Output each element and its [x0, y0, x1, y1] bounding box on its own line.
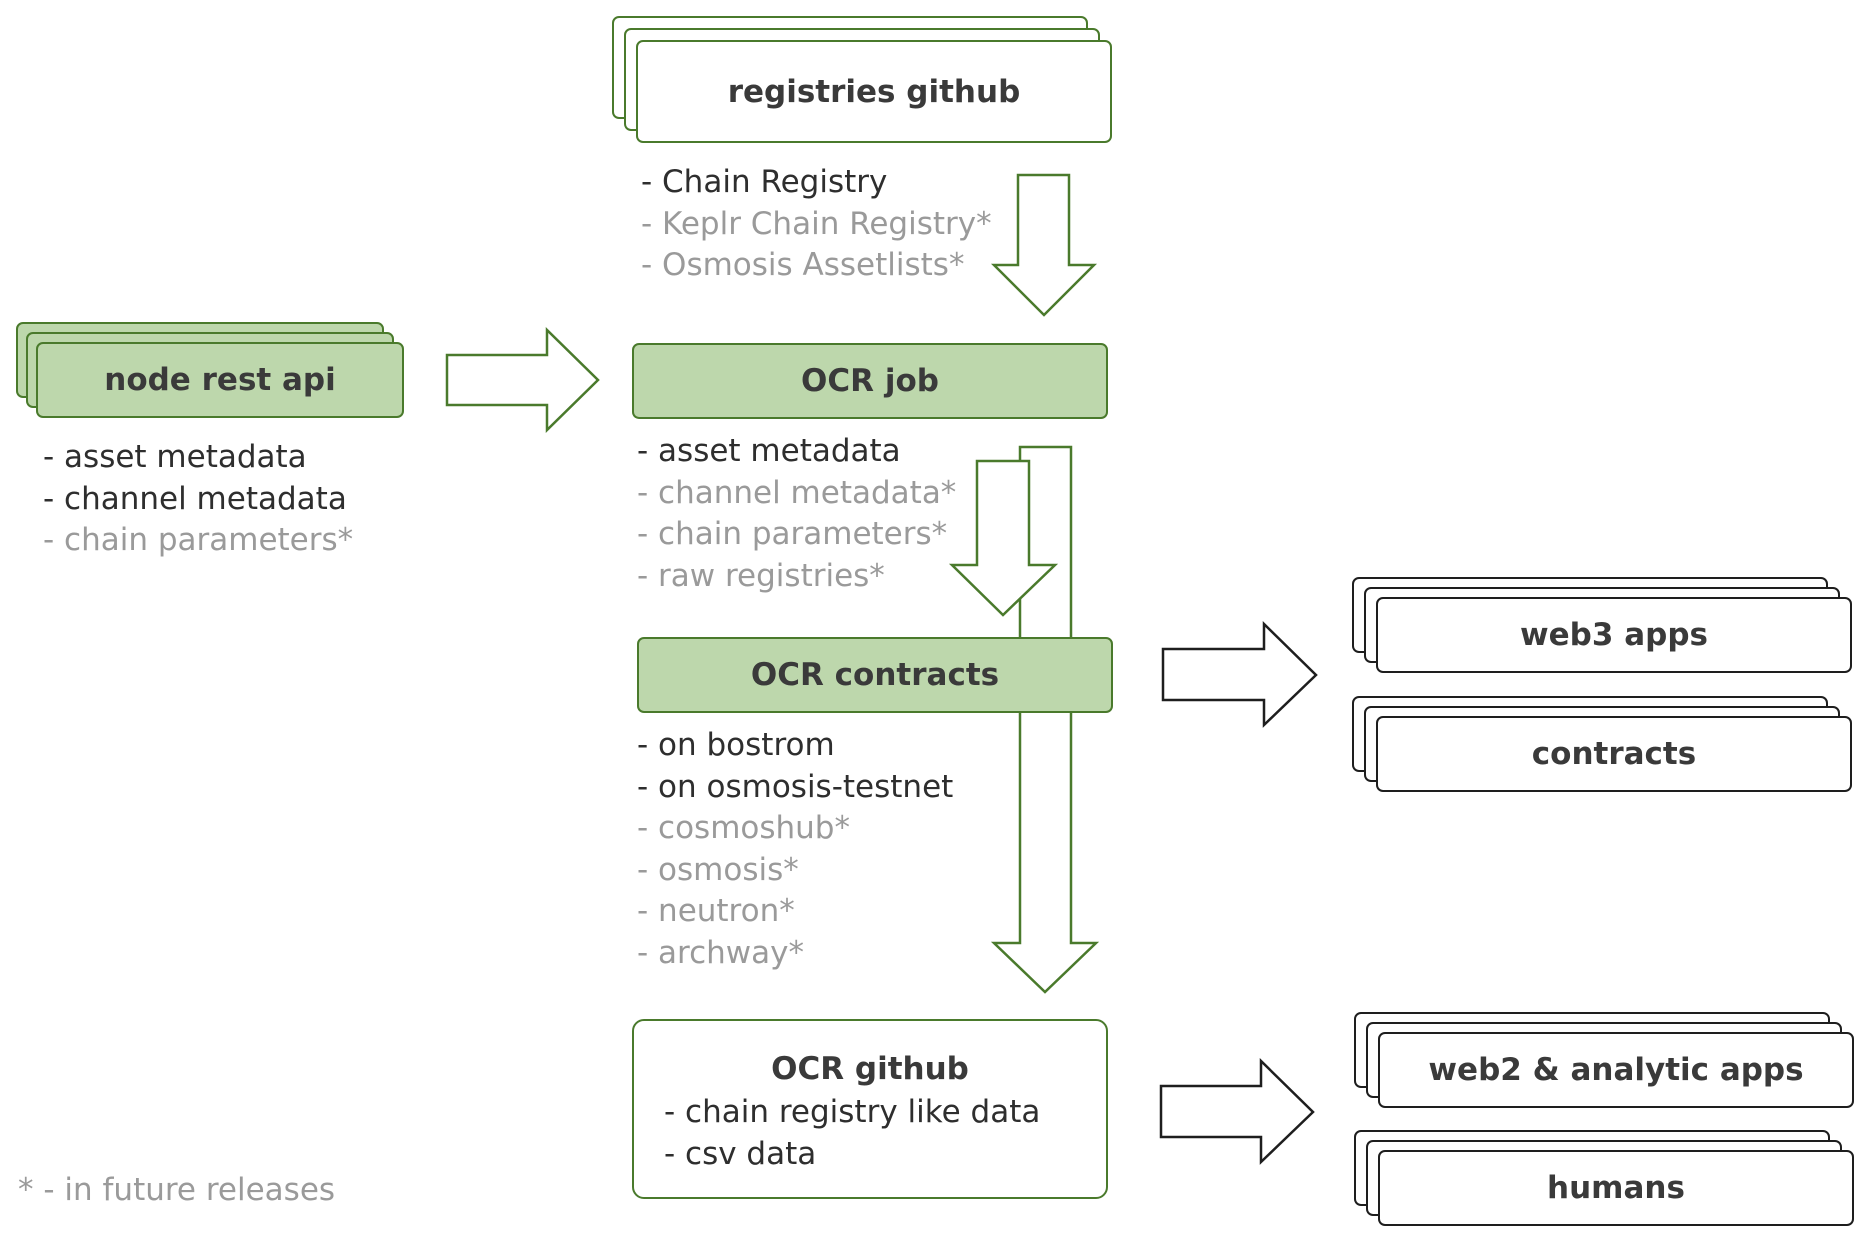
ocr-contracts-label: OCR contracts — [750, 657, 1000, 693]
list-item: - csv data — [664, 1136, 817, 1172]
list-item: - osmosis* — [637, 851, 799, 888]
humans-label: humans — [1547, 1170, 1685, 1206]
ocr-job-list: - asset metadata - channel metadata* - c… — [637, 431, 956, 597]
contracts-node: contracts — [1352, 696, 1852, 811]
node-rest-api-label: node rest api — [104, 362, 336, 398]
web2-apps-node: web2 & analytic apps — [1354, 1012, 1854, 1127]
footnote: * - in future releases — [18, 1172, 336, 1208]
arrow-contracts-to-consumers — [1161, 621, 1318, 728]
list-item: - Chain Registry — [641, 164, 888, 200]
list-item: - chain parameters* — [637, 516, 948, 552]
ocr-contracts-list: - on bostrom - on osmosis-testnet - cosm… — [637, 725, 953, 974]
list-item: - on osmosis-testnet — [637, 768, 954, 805]
web3-apps-node: web3 apps — [1352, 577, 1852, 692]
list-item: - raw registries* — [637, 557, 885, 594]
contracts-label: contracts — [1531, 736, 1697, 772]
list-item: - archway* — [637, 934, 804, 971]
list-item: - Keplr Chain Registry* — [641, 205, 992, 242]
list-item: - chain registry like data — [664, 1094, 1041, 1130]
registries-github-label: registries github — [727, 73, 1021, 110]
registries-github-node: registries github — [612, 16, 1112, 146]
node-rest-api-node: node rest api — [16, 322, 406, 422]
list-item: - channel metadata — [43, 480, 347, 517]
web3-apps-label: web3 apps — [1520, 617, 1708, 653]
list-item: - channel metadata* — [637, 474, 957, 511]
arrow-ocr-job-to-ocr-github — [990, 445, 1100, 994]
list-item: - on bostrom — [637, 727, 835, 763]
ocr-job-node: OCR job — [632, 343, 1108, 419]
registries-list: - Chain Registry - Keplr Chain Registry*… — [641, 162, 992, 287]
list-item: - asset metadata — [43, 439, 307, 475]
node-api-list: - asset metadata - channel metadata - ch… — [43, 437, 353, 562]
arrow-github-to-consumers — [1159, 1058, 1315, 1165]
list-item: - asset metadata — [637, 433, 901, 469]
arrow-ocr-job-to-ocr-contracts — [948, 459, 1059, 617]
list-item: - Osmosis Assetlists* — [641, 247, 965, 283]
list-item: - cosmoshub* — [637, 810, 850, 846]
arrow-registries-to-ocr-job — [990, 173, 1098, 317]
ocr-github-list: - chain registry like data - csv data — [664, 1091, 1040, 1175]
list-item: - chain parameters* — [43, 522, 354, 558]
arrow-node-api-to-ocr-job — [445, 327, 600, 433]
ocr-contracts-node: OCR contracts — [637, 637, 1113, 713]
humans-node: humans — [1354, 1130, 1854, 1236]
ocr-github-title: OCR github — [771, 1051, 969, 1087]
list-item: - neutron* — [637, 893, 795, 929]
web2-apps-label: web2 & analytic apps — [1428, 1052, 1804, 1088]
ocr-github-node: OCR github - chain registry like data - … — [632, 1019, 1108, 1199]
ocr-job-label: OCR job — [801, 363, 939, 399]
